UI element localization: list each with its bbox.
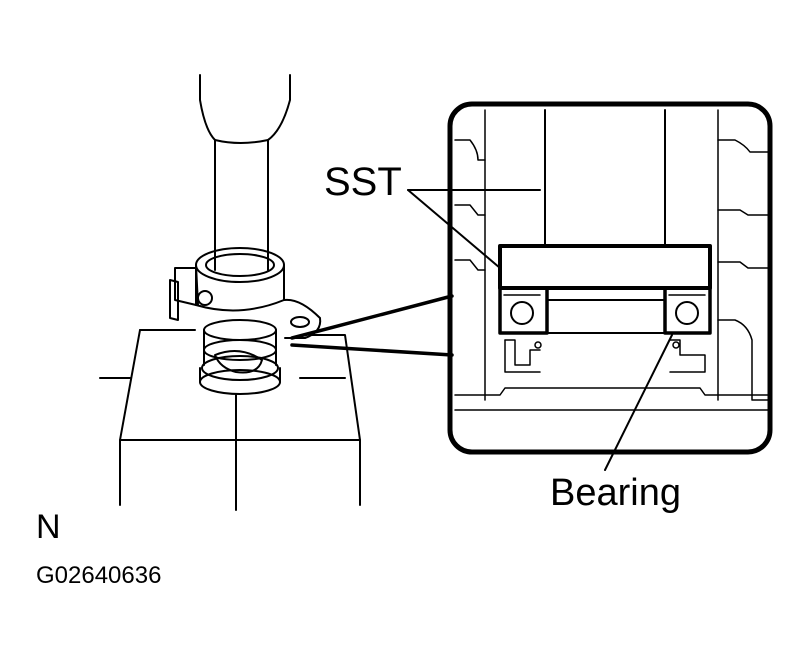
figure-code-label: G02640636 — [36, 562, 162, 589]
press-ram — [199, 74, 291, 271]
bearing-leader-line — [604, 334, 673, 471]
detail-inset — [447, 101, 773, 455]
callout-wedge — [290, 294, 454, 357]
collar-tool — [169, 247, 322, 339]
bearing-assembly — [199, 319, 281, 395]
sst-leader-lines — [407, 189, 541, 269]
support-block — [99, 329, 361, 511]
bearing-label: Bearing — [550, 472, 681, 514]
sst-label: SST — [324, 160, 402, 204]
view-marker-label: N — [36, 508, 61, 546]
